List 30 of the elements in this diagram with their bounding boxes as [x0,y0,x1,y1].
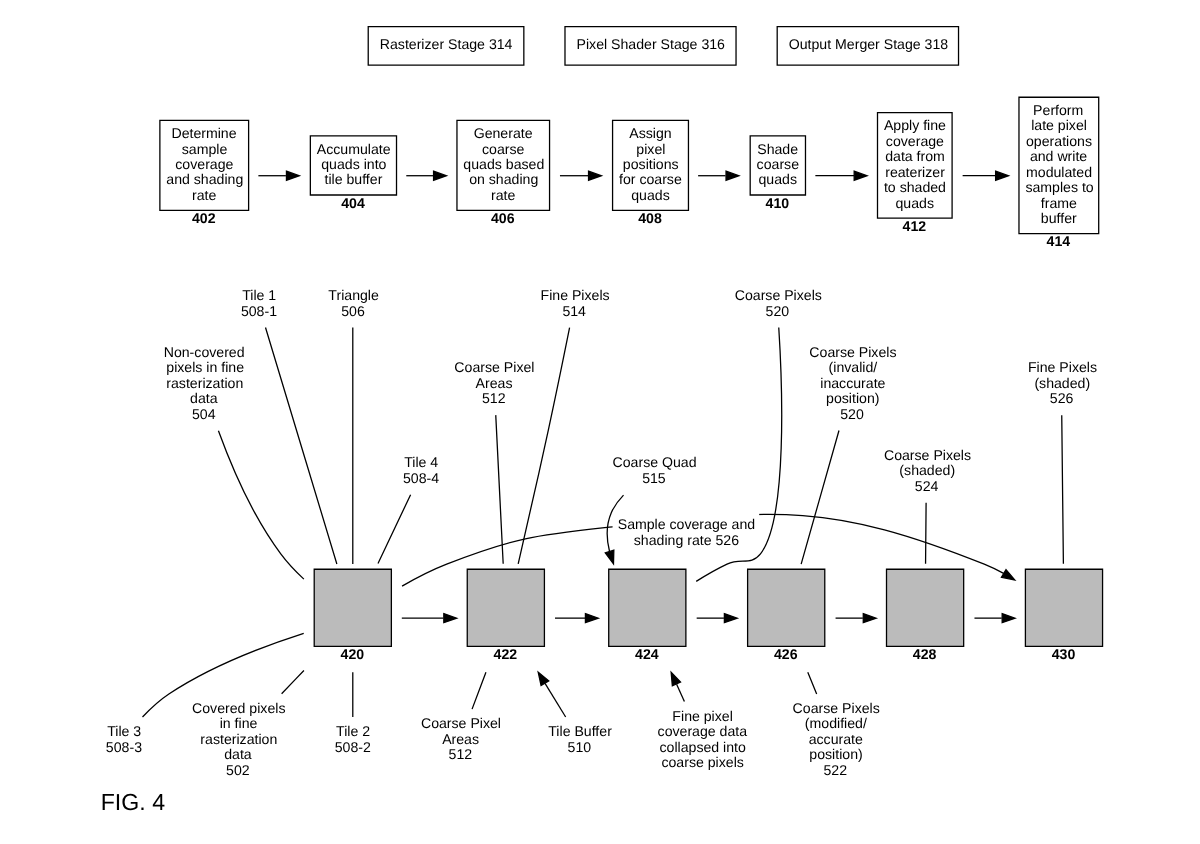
arrow [404,170,448,182]
connector [923,502,926,565]
caption: FIG. 4 [99,792,164,817]
arrow [833,612,878,624]
arrow [256,170,301,182]
arrow [400,612,458,624]
arrow [553,612,600,624]
arrow [603,494,624,566]
connector [351,671,353,718]
connector [806,671,817,695]
connector [216,430,304,580]
connector [376,494,411,565]
arrow [695,612,739,624]
arrow [558,170,603,182]
arrow [813,170,868,182]
arrow [972,612,1016,624]
connector [140,632,304,718]
connector [799,429,839,565]
connector [470,671,486,710]
connector [351,326,353,565]
connector [263,326,337,565]
arrow [669,670,685,703]
arrow [536,670,566,718]
connector [279,669,304,695]
connector [516,327,570,565]
connector [694,326,782,582]
connector [494,414,503,565]
arrow [696,170,740,182]
connector [1060,414,1064,565]
arrow [961,170,1010,182]
